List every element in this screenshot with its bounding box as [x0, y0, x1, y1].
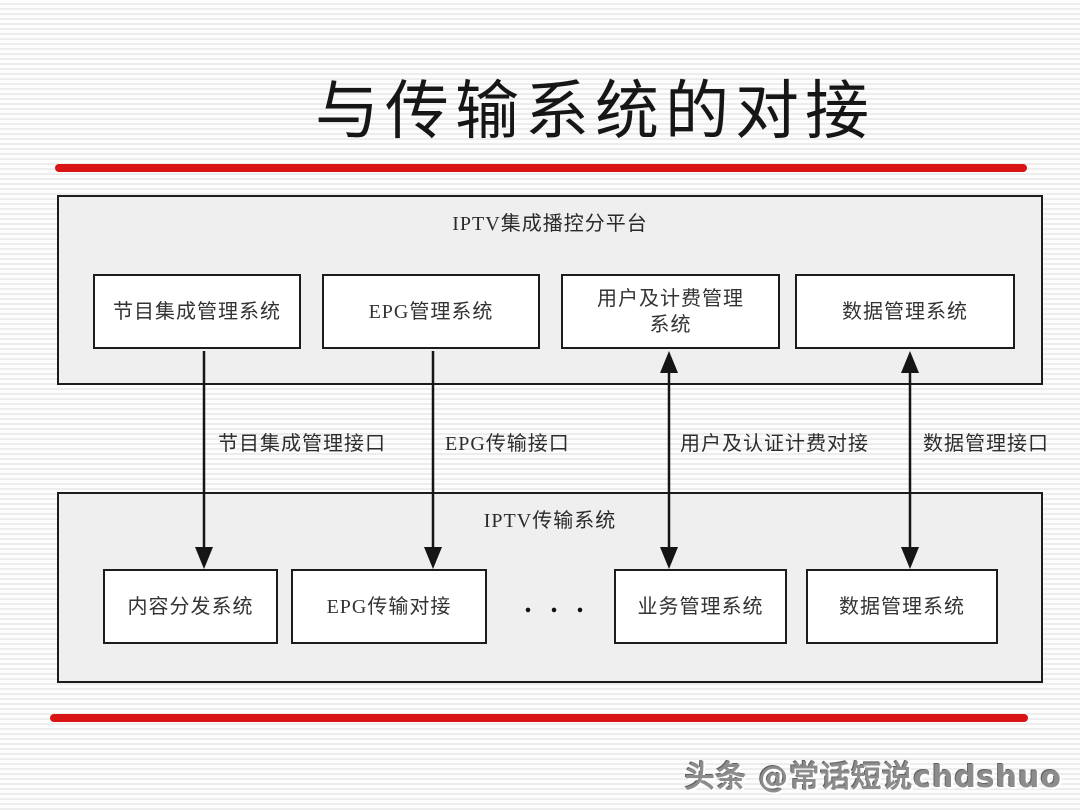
epg-management-system-box: EPG管理系统 [322, 274, 540, 349]
footer-divider-line [50, 714, 1028, 722]
program-integration-interface-label: 节目集成管理接口 [218, 433, 386, 455]
more-systems-ellipsis: . . . [524, 588, 590, 619]
epg-transport-interface-box: EPG传输对接 [291, 569, 487, 644]
program-integration-system-box: 节目集成管理系统 [93, 274, 301, 349]
transport-data-management-system-box: 数据管理系统 [806, 569, 998, 644]
page-title: 与传输系统的对接 [315, 76, 875, 147]
platform-container-label: IPTV集成播控分平台 [452, 213, 648, 235]
transport-container-label: IPTV传输系统 [483, 510, 617, 532]
business-management-system-box: 业务管理系统 [614, 569, 787, 644]
epg-transport-interface-label: EPG传输接口 [445, 433, 570, 455]
watermark-text: 头条 @常话短说chdshuo [684, 760, 1062, 795]
content-distribution-system-box: 内容分发系统 [103, 569, 278, 644]
user-auth-billing-interface-label: 用户及认证计费对接 [680, 433, 869, 455]
user-billing-management-system-box: 用户及计费管理 系统 [561, 274, 780, 349]
title-divider-line [55, 164, 1027, 172]
data-management-interface-label: 数据管理接口 [923, 433, 1049, 455]
data-management-system-box: 数据管理系统 [795, 274, 1015, 349]
